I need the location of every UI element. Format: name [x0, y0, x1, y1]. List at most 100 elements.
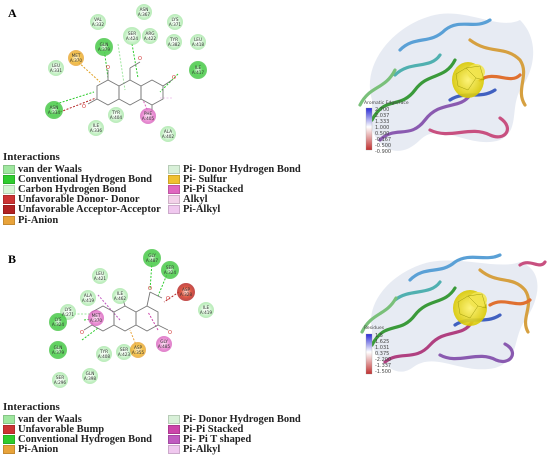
- svg-text:TYR: TYR: [111, 110, 120, 115]
- legend-item: Pi- Donor Hydrogen Bond: [168, 163, 328, 175]
- legend-label: Pi-Alkyl: [183, 204, 221, 216]
- legend-item: Unfavorable Donor- Donor: [3, 194, 168, 206]
- svg-text:A:487: A:487: [146, 258, 159, 263]
- svg-text:ILE: ILE: [195, 65, 202, 70]
- svg-text:MET: MET: [92, 313, 101, 318]
- svg-text:MET: MET: [72, 53, 81, 58]
- legend-swatch: [168, 434, 180, 444]
- colorbar-tick: 0.500: [375, 131, 390, 137]
- legend-swatch: [168, 184, 180, 194]
- svg-text:O: O: [82, 104, 86, 110]
- panel-b-legend-left: Interactions van der Waals Unfavorable B…: [3, 401, 168, 455]
- colorbar-tick: 1.5: [375, 333, 383, 339]
- svg-text:VAL: VAL: [94, 17, 102, 22]
- svg-text:A:382: A:382: [168, 42, 181, 47]
- legend-swatch: [3, 445, 15, 455]
- svg-text:GLN: GLN: [86, 371, 95, 376]
- panel-a-colorbar-title: Aromatic Edge/Face: [364, 101, 409, 106]
- legend-label: Pi- Donor Hydrogen Bond: [183, 163, 301, 175]
- svg-text:A:367: A:367: [138, 12, 151, 17]
- legend-item: van der Waals: [3, 163, 168, 175]
- svg-text:A:422: A:422: [144, 36, 157, 41]
- svg-text:SER: SER: [128, 31, 136, 36]
- svg-text:A:370: A:370: [70, 58, 83, 63]
- svg-text:ASP: ASP: [134, 345, 143, 350]
- legend-label: Pi- Sulfur: [183, 173, 228, 185]
- svg-text:SER: SER: [120, 347, 128, 352]
- colorbar-tick: -1.500: [375, 369, 392, 375]
- legend-item: van der Waals: [3, 414, 168, 425]
- legend-item: Alkyl: [168, 194, 328, 206]
- legend-label: Alkyl: [183, 194, 208, 206]
- svg-text:A:398: A:398: [84, 376, 97, 381]
- svg-text:ASP: ASP: [182, 287, 191, 292]
- legend-swatch: [168, 445, 180, 455]
- legend-item: Pi- Sulfur: [168, 173, 328, 185]
- legend-label: Unfavorable Donor- Donor: [18, 194, 140, 206]
- panel-a-legend-left: Interactions van der Waals Conventional …: [3, 151, 168, 226]
- svg-text:GLY: GLY: [148, 253, 156, 258]
- svg-text:LYS: LYS: [55, 317, 62, 322]
- legend-item: Pi- Pi T shaped: [168, 434, 328, 445]
- legend-item: Pi-Pi Stacked: [168, 183, 328, 195]
- legend-label: Pi-Alkyl: [183, 444, 221, 456]
- svg-text:O: O: [138, 56, 142, 62]
- panel-a-legend-right: Pi- Donor Hydrogen Bond Pi- Sulfur Pi-Pi…: [168, 164, 328, 215]
- svg-text:A:324: A:324: [52, 322, 65, 327]
- panel-a-letter: A: [8, 6, 17, 20]
- svg-text:ASN: ASN: [140, 7, 149, 12]
- colorbar-tick: -0.500: [375, 143, 392, 149]
- legend-swatch: [168, 174, 180, 184]
- legend-item: Conventional Hydrogen Bond: [3, 173, 168, 185]
- svg-text:A:379: A:379: [98, 47, 111, 52]
- legend-label: van der Waals: [18, 163, 82, 175]
- colorbar-tick: -2.200: [375, 357, 392, 363]
- legend-swatch: [168, 424, 180, 434]
- legend-label: Pi-Pi Stacked: [183, 183, 244, 195]
- legend-item: Conventional Hydrogen Bond: [3, 433, 168, 445]
- legend-swatch: [168, 164, 180, 174]
- svg-text:O: O: [168, 330, 172, 336]
- colorbar-tick: -0.167: [375, 137, 392, 143]
- colorbar-tick: 2.700: [375, 107, 390, 113]
- svg-text:A:419: A:419: [200, 310, 213, 315]
- svg-text:LYS: LYS: [172, 17, 179, 22]
- svg-text:A:418: A:418: [192, 42, 205, 47]
- legend-swatch: [3, 174, 15, 184]
- colorbar-tick: -1.337: [375, 363, 392, 369]
- svg-text:TYR: TYR: [169, 37, 178, 42]
- svg-text:O: O: [148, 286, 152, 292]
- legend-title: Interactions: [3, 151, 60, 163]
- legend-swatch: [3, 424, 15, 434]
- legend-item: Carbon Hydrogen Bond: [3, 184, 168, 195]
- panel-b-colorbar: [365, 333, 373, 375]
- legend-label: Unfavorable Acceptor-Acceptor: [18, 204, 161, 216]
- legend-label: Pi-Anion: [18, 444, 59, 456]
- legend-swatch: [3, 215, 15, 225]
- svg-text:ASN: ASN: [50, 105, 59, 110]
- legend-label: Conventional Hydrogen Bond: [18, 173, 153, 185]
- panel-b-protein-structure: [360, 253, 547, 372]
- svg-text:A:404: A:404: [110, 115, 123, 120]
- svg-text:SER: SER: [56, 375, 64, 380]
- panel-a-residue-discs: [45, 4, 207, 142]
- panel-b-legend-right: Pi- Donor Hydrogen Bond Pi-Pi Stacked Pi…: [168, 414, 328, 455]
- svg-text:ILE: ILE: [117, 291, 124, 296]
- svg-text:GLN: GLN: [100, 42, 109, 47]
- legend-swatch: [168, 205, 180, 215]
- svg-text:O: O: [106, 65, 110, 71]
- svg-text:A:371: A:371: [169, 22, 182, 27]
- panel-b-colorbar-title: Residues: [364, 326, 385, 331]
- svg-text:A:405: A:405: [142, 116, 155, 121]
- legend-swatch: [3, 434, 15, 444]
- legend-item: Pi-Anion: [3, 215, 168, 226]
- svg-text:ILE: ILE: [203, 305, 210, 310]
- legend-swatch: [3, 195, 15, 205]
- legend-label: Conventional Hydrogen Bond: [18, 433, 153, 445]
- svg-text:SER: SER: [166, 265, 174, 270]
- colorbar-tick: 1.031: [375, 345, 390, 351]
- svg-text:A:419: A:419: [82, 298, 95, 303]
